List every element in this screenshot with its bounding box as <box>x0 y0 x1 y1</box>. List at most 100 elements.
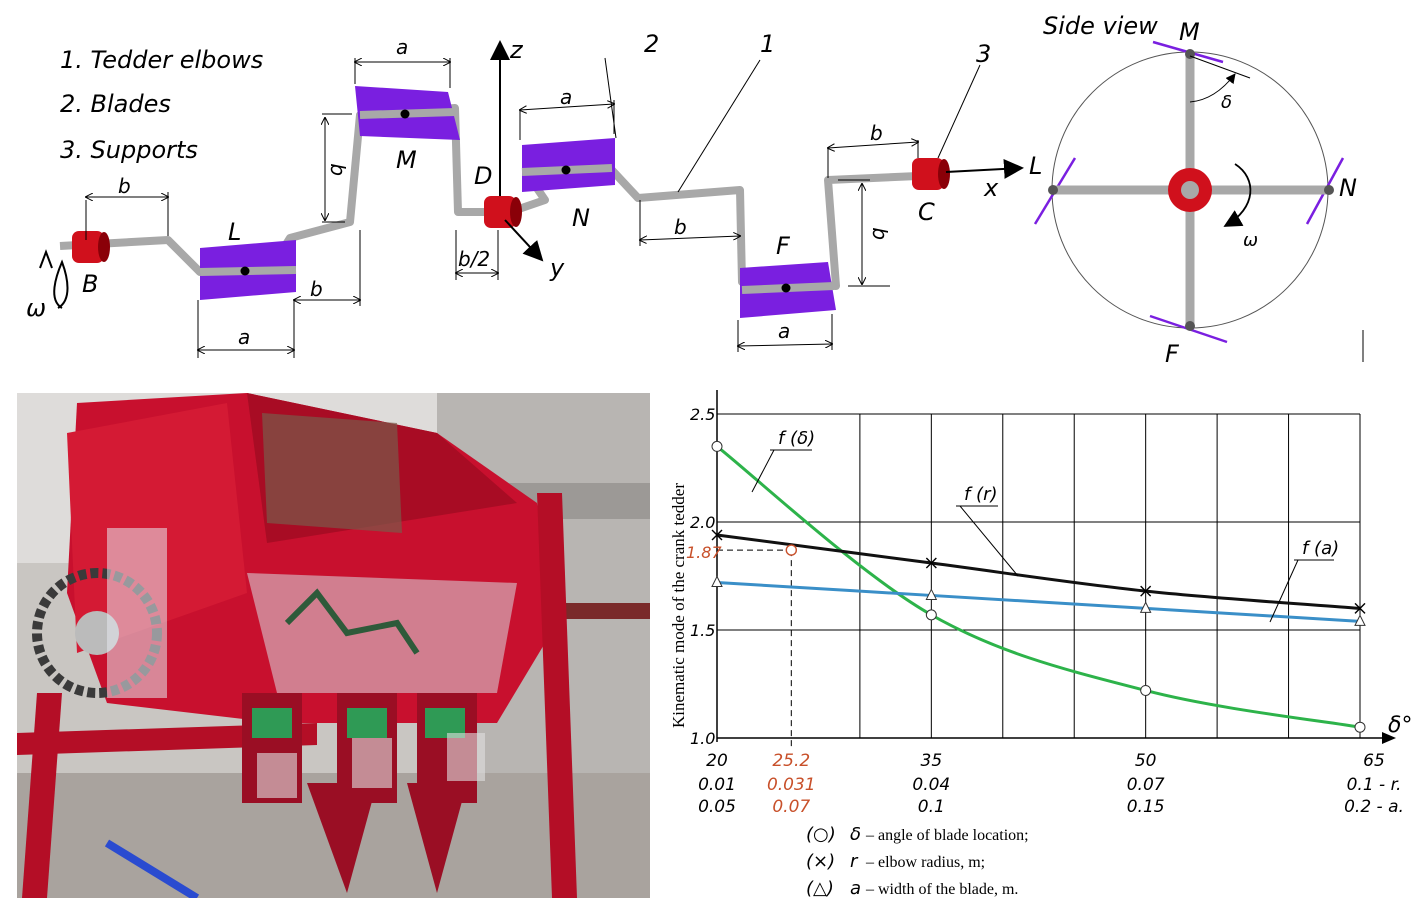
dim-b-1: b <box>118 174 131 198</box>
label-M: M <box>396 146 417 174</box>
highlight-y-label: 1.87 <box>686 543 722 562</box>
series-label: f (a) <box>1302 538 1339 559</box>
legend-item-3: 3. Supports <box>60 136 198 164</box>
side-label-F: F <box>1165 340 1180 368</box>
dim-a-2: a <box>396 35 408 59</box>
dim-q-2: q <box>865 227 889 240</box>
label-N: N <box>572 204 590 232</box>
point-circle <box>1354 721 1366 733</box>
y-axis <box>504 219 544 262</box>
dim-a-3: a <box>560 85 572 109</box>
x-tick-label: 0.04 <box>912 775 950 795</box>
note-text: – angle of blade location; <box>865 827 1029 844</box>
rotation-arrow-icon <box>1223 163 1252 227</box>
x-tick-label: 65 <box>1363 751 1385 771</box>
chart-grid <box>716 413 1361 738</box>
dim-b-4: b <box>870 121 883 145</box>
label-L: L <box>228 218 241 246</box>
y-tick-label: 2.5 <box>690 405 715 424</box>
support-B <box>72 231 110 263</box>
point-cross <box>925 557 937 569</box>
legend-item-1: 1. Tedder elbows <box>60 46 263 74</box>
label-z: z <box>509 36 524 64</box>
point-circle <box>1140 684 1152 696</box>
seeder-machine-photo <box>17 393 650 898</box>
x-tick-label: 0.2 - a. <box>1344 797 1404 817</box>
point-cross <box>1354 602 1366 614</box>
note-text: – width of the blade, m. <box>865 881 1018 898</box>
side-label-M: M <box>1179 18 1200 46</box>
x-tick-label: 0.07 <box>772 797 810 817</box>
chart-xlabel: δ° <box>1388 713 1412 738</box>
dim-a-1: a <box>238 325 250 349</box>
chart-ylabel: Kinematic mode of the crank tedder <box>669 483 688 728</box>
label-x: x <box>983 174 999 202</box>
side-label-L: L <box>1029 152 1042 180</box>
x-axis <box>945 158 1024 179</box>
note-symbol: (×) <box>806 851 835 872</box>
series-label: f (δ) <box>778 428 815 449</box>
chart-ticks: 1.0 1.5 2.0 2.5 20 25.2 35 50 65 0.01 0.031 0.04 0.0… <box>690 405 1404 817</box>
supports <box>72 158 950 263</box>
x-tick-label: 50 <box>1135 751 1157 771</box>
dim-q-1: q <box>323 163 347 176</box>
point-circle <box>711 440 723 452</box>
note-variable: a <box>850 878 861 899</box>
series-line <box>716 533 1361 610</box>
point-triangle <box>925 588 938 600</box>
series-label: f (r) <box>964 484 998 505</box>
dim-b-2: b <box>310 277 323 301</box>
support-D <box>484 196 522 228</box>
y-tick-label: 1.5 <box>690 621 715 640</box>
x-tick-label: 20 <box>706 751 728 771</box>
point-triangle <box>711 575 723 587</box>
label-y: y <box>549 254 565 282</box>
dim-b-3: b <box>674 215 687 239</box>
x-tick-label: 0.05 <box>698 797 736 817</box>
label-B: B <box>82 270 98 298</box>
highlight-point <box>785 544 798 556</box>
point-cross <box>711 529 723 541</box>
dim-a-4: a <box>778 319 790 343</box>
side-label-omega: ω <box>1243 230 1258 251</box>
x-axis-arrow-icon <box>1382 732 1396 744</box>
label-D: D <box>474 162 492 190</box>
side-view-title: Side view <box>1043 12 1158 40</box>
x-tick-label: 0.01 <box>698 775 736 795</box>
label-C: C <box>918 198 935 226</box>
label-omega: ω <box>26 294 46 322</box>
note-variable: δ <box>850 824 861 845</box>
side-label-N: N <box>1339 174 1357 202</box>
x-tick-label: 0.031 <box>767 775 816 795</box>
y-tick-label: 2.0 <box>690 513 715 532</box>
x-tick-label: 25.2 <box>772 751 810 771</box>
side-view: Side view M L N F δ ω <box>1029 12 1364 368</box>
point-triangle <box>1354 614 1366 626</box>
note-variable: r <box>850 851 859 872</box>
blade-N <box>522 138 615 192</box>
note-symbol: (△) <box>806 878 834 899</box>
chart-series <box>711 440 1366 733</box>
x-tick-label: 0.1 <box>918 797 945 817</box>
dim-b-half: b/2 <box>458 247 490 271</box>
side-label-delta: δ <box>1221 92 1232 113</box>
label-n3: 3 <box>976 40 991 68</box>
x-tick-label: 35 <box>921 751 943 771</box>
note-symbol: (○) <box>806 824 836 845</box>
note-text: – elbow radius, m; <box>865 854 985 871</box>
series-label-leader <box>1269 559 1299 623</box>
x-tick-label: 0.1 - r. <box>1347 775 1402 795</box>
series-label-leader <box>959 505 1019 577</box>
series-line <box>716 580 1361 623</box>
x-tick-label: 0.15 <box>1127 797 1165 817</box>
label-n1: 1 <box>760 30 775 58</box>
label-n2: 2 <box>644 30 659 58</box>
series-label-leader <box>751 449 775 493</box>
point-triangle <box>1139 601 1152 613</box>
y-tick-label: 1.0 <box>690 729 715 748</box>
label-F: F <box>776 232 791 260</box>
chart-notes: (○) δ– angle of blade location; (×) r – elbo… <box>806 824 1029 899</box>
rotation-arrow-icon <box>53 259 69 309</box>
x-tick-label: 0.07 <box>1127 775 1165 795</box>
point-circle <box>925 609 937 621</box>
